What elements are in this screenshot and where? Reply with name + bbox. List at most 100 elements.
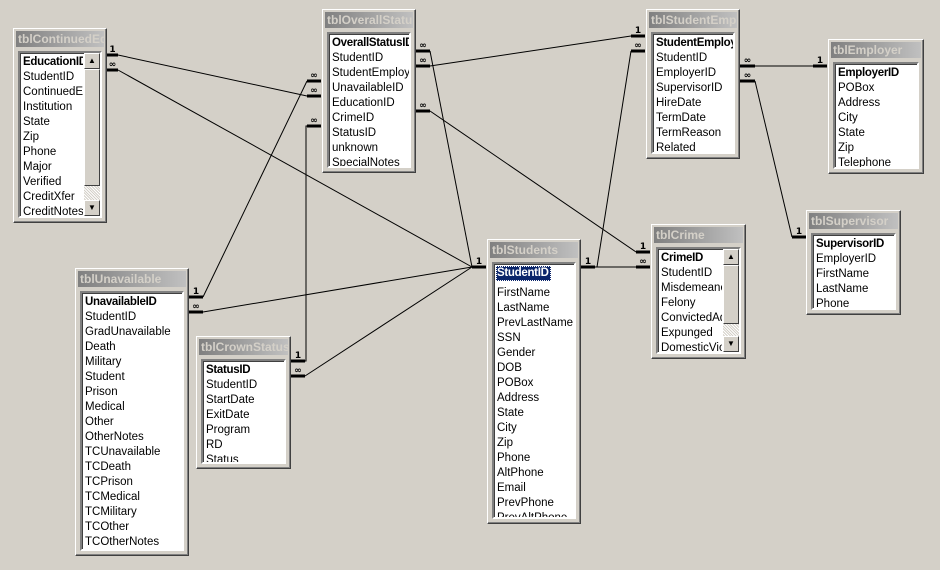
scroll-up-arrow-icon[interactable]: ▲ — [84, 53, 100, 69]
field-item[interactable]: TCMilitary — [85, 506, 137, 518]
field-item[interactable]: StudentID — [23, 71, 75, 83]
table-title[interactable]: tblCrownStatus — [199, 339, 288, 355]
field-item[interactable]: SupervisorID — [656, 82, 723, 94]
relationship-line[interactable] — [429, 110, 637, 253]
field-item[interactable]: UnavailableID — [332, 82, 404, 94]
field-item[interactable]: Program — [206, 424, 251, 436]
field-item[interactable]: Expunged — [661, 327, 713, 339]
scroll-down-arrow-icon[interactable]: ▼ — [723, 336, 739, 352]
field-item[interactable]: State — [497, 407, 524, 419]
field-item[interactable]: Related — [656, 142, 696, 154]
table-title[interactable]: tblContinuedEd — [16, 31, 104, 47]
field-item[interactable]: Other — [85, 416, 114, 428]
field-item[interactable]: Phone — [816, 298, 850, 310]
field-item[interactable]: SSN — [497, 332, 521, 344]
field-item[interactable]: HireDate — [656, 97, 702, 109]
relationship-line[interactable] — [596, 50, 632, 268]
field-item[interactable]: City — [838, 112, 858, 124]
table-title[interactable]: tblUnavailable — [78, 271, 186, 287]
field-item[interactable]: StudentEmploymentID — [656, 37, 733, 49]
table-title[interactable]: tblEmployer — [831, 42, 921, 58]
field-item[interactable]: ConvictedAdult — [661, 312, 722, 324]
field-item[interactable]: unknown — [332, 142, 379, 154]
field-item[interactable]: LastName — [816, 283, 869, 295]
field-item[interactable]: EmployerID — [656, 67, 717, 79]
field-item[interactable]: ExitDate — [206, 409, 250, 421]
field-item[interactable]: Felony — [661, 297, 696, 309]
field-item[interactable]: TermDate — [656, 112, 706, 124]
field-item[interactable]: TermReason — [656, 127, 722, 139]
field-item[interactable]: CrimeID — [332, 112, 375, 124]
field-item[interactable]: DomesticViolence — [661, 342, 722, 354]
field-item[interactable]: EmployerID — [838, 67, 899, 79]
field-item[interactable]: Medical — [85, 401, 125, 413]
field-item[interactable]: PrevLastName — [497, 317, 574, 329]
field-item[interactable]: Phone — [23, 146, 57, 158]
field-item[interactable]: PrevPhone — [497, 497, 554, 509]
field-item[interactable]: State — [23, 116, 50, 128]
field-item[interactable]: Military — [85, 356, 122, 368]
field-item[interactable]: CreditXfer — [23, 191, 75, 203]
field-item[interactable]: TCMedical — [85, 491, 140, 503]
field-item[interactable]: StudentEmploymentID — [332, 67, 409, 79]
field-item[interactable]: AltPhone — [497, 467, 544, 479]
relationship-line[interactable] — [429, 35, 632, 67]
field-item[interactable]: LastName — [497, 302, 550, 314]
field-item[interactable]: TCOther — [85, 521, 130, 533]
field-item[interactable]: Zip — [23, 131, 39, 143]
field-item[interactable]: TCDeath — [85, 461, 132, 473]
field-item[interactable]: Institution — [23, 101, 73, 113]
field-item[interactable]: Verified — [23, 176, 62, 188]
field-item[interactable]: CrimeID — [661, 252, 703, 264]
relationship-line[interactable] — [117, 69, 473, 268]
field-item[interactable]: StudentID — [332, 52, 384, 64]
relationship-line[interactable] — [202, 80, 308, 298]
field-item[interactable]: Address — [497, 392, 540, 404]
field-item[interactable]: POBox — [838, 82, 875, 94]
field-item[interactable]: Telephone — [838, 157, 892, 169]
field-item[interactable]: StudentID — [85, 311, 137, 323]
field-item[interactable]: Status — [206, 454, 239, 464]
table-title[interactable]: tblCrime — [654, 227, 743, 243]
vertical-scrollbar[interactable]: ▲▼ — [723, 249, 739, 352]
field-item[interactable]: SupervisorID — [816, 238, 884, 250]
relationship-line[interactable] — [305, 125, 307, 362]
field-item[interactable]: PrevAltPhone — [497, 512, 568, 519]
field-item[interactable]: Phone — [497, 452, 531, 464]
relationship-line[interactable] — [754, 80, 793, 238]
field-item[interactable]: Email — [497, 482, 526, 494]
table-title[interactable]: tblStudents — [490, 242, 578, 258]
field-item[interactable]: TCPrison — [85, 476, 133, 488]
field-item[interactable]: UnavailableID — [85, 296, 157, 308]
scroll-thumb[interactable] — [723, 265, 739, 324]
field-item[interactable]: Address — [838, 97, 881, 109]
field-item[interactable]: TCUnavailable — [85, 446, 161, 458]
field-item[interactable]: StartDate — [206, 394, 255, 406]
field-item[interactable]: Zip — [497, 437, 513, 449]
scroll-down-arrow-icon[interactable]: ▼ — [84, 200, 100, 216]
field-list[interactable]: StudentEmploymentIDStudentIDEmployerIDSu… — [651, 32, 735, 154]
field-item[interactable]: Student — [85, 371, 125, 383]
field-item[interactable]: Gender — [497, 347, 536, 359]
table-title[interactable]: tblStudentEmployment — [649, 12, 737, 28]
scroll-thumb[interactable] — [84, 69, 100, 186]
field-item[interactable]: EducationID — [332, 97, 395, 109]
field-item[interactable]: DOB — [497, 362, 522, 374]
field-item[interactable]: State — [838, 127, 865, 139]
relationship-line[interactable] — [117, 54, 308, 97]
field-item[interactable]: FirstName — [497, 287, 551, 299]
field-item[interactable]: StatusID — [332, 127, 377, 139]
field-item[interactable]: OtherNotes — [85, 431, 144, 443]
field-item[interactable]: TCOtherNotes — [85, 536, 160, 548]
